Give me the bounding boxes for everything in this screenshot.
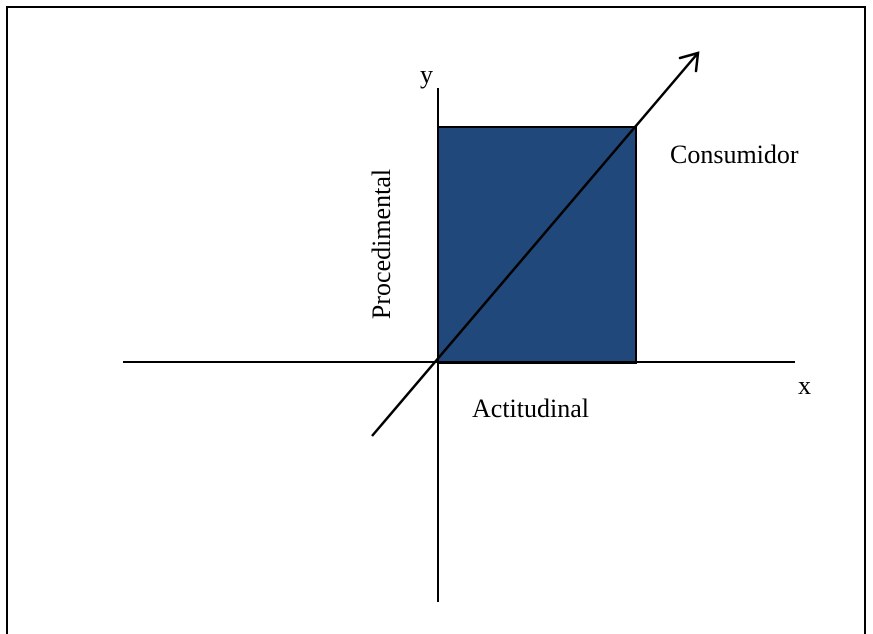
x-axis-label: x	[798, 371, 811, 400]
y-axis-label: y	[420, 60, 433, 89]
consumidor-label: Consumidor	[670, 140, 799, 169]
actitudinal-label: Actitudinal	[472, 394, 589, 423]
diagonal-arrow-line	[371, 52, 699, 437]
arrow-head-icon	[678, 51, 700, 73]
diagram-frame	[6, 6, 866, 634]
procedimental-label: Procedimental	[367, 169, 396, 319]
